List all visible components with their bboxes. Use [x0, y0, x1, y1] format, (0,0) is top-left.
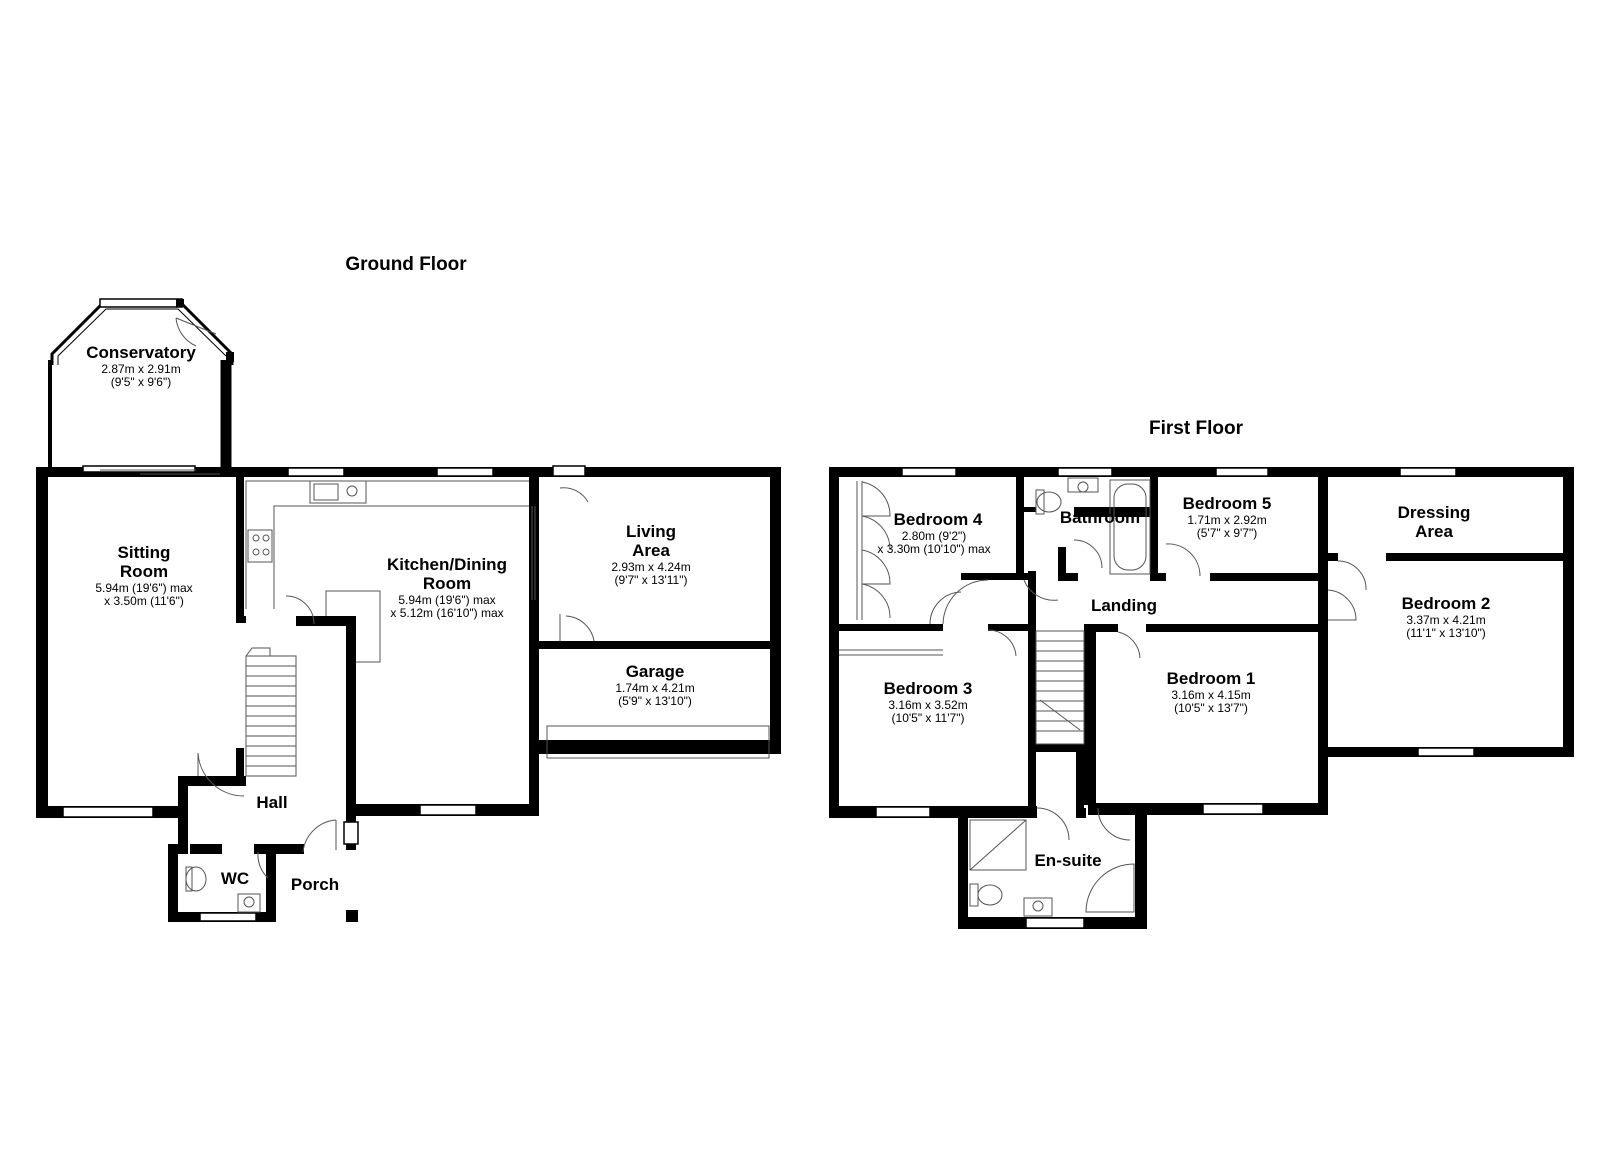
room-dimensions: 2.93m x 4.24m — [611, 560, 690, 574]
room-bedroom-5: Bedroom 5 1.71m x 2.92m (5'7" x 9'7") — [1183, 494, 1272, 540]
ground-floor-fixtures — [100, 317, 770, 913]
room-dimensions: 1.71m x 2.92m — [1187, 513, 1266, 527]
room-dimensions: 5.94m (19'6") max — [95, 581, 192, 595]
room-name: Area — [632, 541, 670, 560]
ground-floor-title: Ground Floor — [345, 254, 467, 275]
room-bathroom: Bathroom — [1060, 508, 1140, 527]
room-en-suite: En-suite — [1034, 851, 1101, 870]
room-dimensions: 3.16m x 4.15m — [1171, 688, 1250, 702]
room-bedroom-2: Bedroom 2 3.37m x 4.21m (11'1" x 13'10") — [1402, 594, 1491, 640]
room-bedroom-3: Bedroom 3 3.16m x 3.52m (10'5" x 11'7") — [884, 679, 973, 725]
room-wc: WC — [221, 869, 249, 888]
room-name: Bedroom 5 — [1183, 494, 1272, 513]
room-dimensions: 1.74m x 4.21m — [615, 681, 694, 695]
conservatory-corner-post — [176, 299, 184, 307]
room-name: Dressing — [1398, 503, 1471, 522]
room-dimensions: 2.87m x 2.91m — [101, 362, 180, 376]
room-sitting-room: Sitting Room 5.94m (19'6") max x 3.50m (… — [95, 543, 192, 608]
room-garage: Garage 1.74m x 4.21m (5'9" x 13'10") — [615, 662, 694, 708]
ground-floor-walls — [36, 360, 781, 922]
first-floor-title: First Floor — [1149, 418, 1244, 439]
room-dimensions: (9'5" x 9'6") — [111, 375, 171, 389]
room-dimensions: (10'5" x 11'7") — [892, 711, 965, 725]
room-name: Bedroom 3 — [884, 679, 973, 698]
room-kitchen-dining: Kitchen/Dining Room 5.94m (19'6") max x … — [387, 555, 507, 620]
room-dimensions: x 5.12m (16'10") max — [390, 606, 503, 620]
room-dimensions: (5'7" x 9'7") — [1197, 526, 1257, 540]
room-dimensions: 2.80m (9'2") — [902, 529, 967, 543]
room-dimensions: 3.37m x 4.21m — [1406, 613, 1485, 627]
room-name: Conservatory — [86, 343, 196, 362]
room-name: Living — [626, 522, 676, 541]
room-name: Bedroom 2 — [1402, 594, 1491, 613]
room-name: Kitchen/Dining — [387, 555, 507, 574]
room-dimensions: x 3.50m (11'6") — [104, 594, 184, 608]
room-name: Bedroom 4 — [894, 510, 983, 529]
room-name: Area — [1415, 522, 1453, 541]
room-porch: Porch — [291, 875, 339, 894]
first-floor-windows — [875, 467, 1475, 929]
room-living-area: Living Area 2.93m x 4.24m (9'7" x 13'11"… — [611, 522, 690, 587]
room-name: Room — [120, 562, 168, 581]
room-bedroom-1: Bedroom 1 3.16m x 4.15m (10'5" x 13'7") — [1167, 669, 1256, 715]
room-landing: Landing — [1091, 596, 1157, 615]
room-dimensions: x 3.30m (10'10") max — [877, 542, 990, 556]
room-name: Garage — [626, 662, 685, 681]
room-name: Room — [423, 574, 471, 593]
room-dressing-area: Dressing Area — [1398, 503, 1471, 541]
room-dimensions: 3.16m x 3.52m — [888, 698, 967, 712]
first-floor-fixtures — [839, 477, 1367, 917]
room-dimensions: (11'1" x 13'10") — [1406, 626, 1486, 640]
ground-floor-windows — [62, 465, 586, 922]
room-name: Sitting — [118, 543, 171, 562]
room-dimensions: (5'9" x 13'10") — [618, 694, 692, 708]
conservatory-corner-post — [226, 352, 234, 362]
room-dimensions: 5.94m (19'6") max — [398, 593, 495, 607]
room-name: Bedroom 1 — [1167, 669, 1256, 688]
room-hall: Hall — [256, 793, 287, 812]
room-dimensions: (9'7" x 13'11") — [615, 573, 688, 587]
room-conservatory: Conservatory 2.87m x 2.91m (9'5" x 9'6") — [86, 343, 196, 389]
room-bedroom-4: Bedroom 4 2.80m (9'2") x 3.30m (10'10") … — [877, 510, 990, 556]
room-dimensions: (10'5" x 13'7") — [1174, 701, 1248, 715]
